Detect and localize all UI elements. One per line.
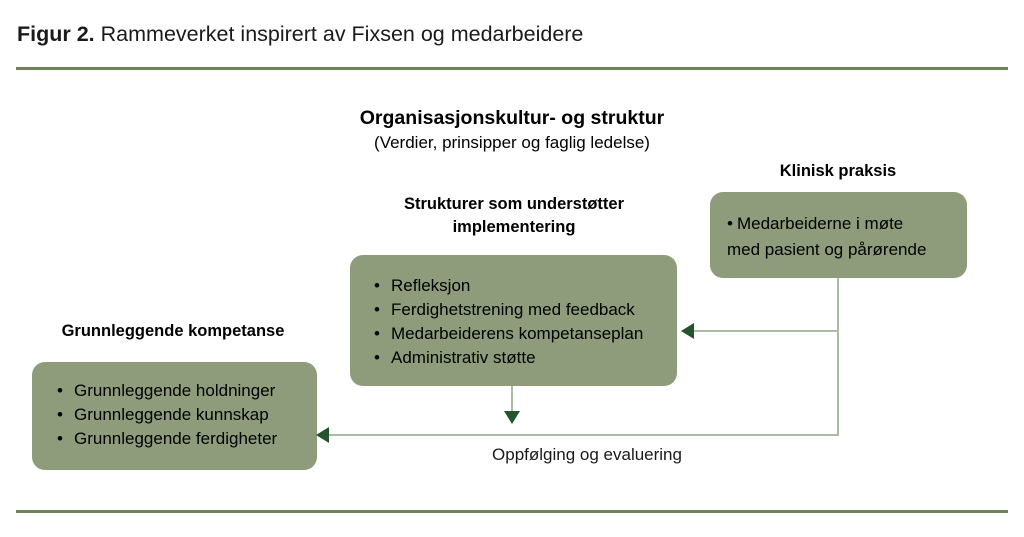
arrow-left-to-competence-icon — [316, 427, 329, 443]
clinical-practice-line-1: Medarbeiderne i møte — [736, 214, 904, 233]
culture-subheading: (Verdier, prinsipper og faglig ledelse) — [374, 133, 650, 152]
arrow-down-icon — [504, 411, 520, 424]
list-item: Grunnleggende holdninger — [57, 379, 317, 403]
header-divider — [16, 67, 1008, 70]
structures-heading: Strukturer som understøtter implementeri… — [403, 195, 625, 236]
list-item: Medarbeiderens kompetanseplan — [374, 322, 677, 346]
arrow-left-to-structures-icon — [681, 323, 694, 339]
list-item: Ferdighetstrening med feedback — [374, 298, 677, 322]
list-item: Grunnleggende ferdigheter — [57, 427, 317, 451]
list-item: Refleksjon — [374, 274, 677, 298]
clinical-practice-heading: Klinisk praksis — [779, 162, 897, 180]
footer-divider — [16, 510, 1008, 513]
structures-list: Refleksjon Ferdighetstrening med feedbac… — [374, 274, 677, 370]
structures-box: Refleksjon Ferdighetstrening med feedbac… — [350, 255, 677, 386]
list-item: Grunnleggende kunnskap — [57, 403, 317, 427]
competence-box: Grunnleggende holdninger Grunnleggende k… — [32, 362, 317, 470]
figure-title: Figur 2. Rammeverket inspirert av Fixsen… — [17, 21, 583, 47]
connector-clinical-down — [837, 278, 839, 435]
figure-caption: Rammeverket inspirert av Fixsen og medar… — [100, 22, 584, 46]
competence-list: Grunnleggende holdninger Grunnleggende k… — [57, 379, 317, 451]
clinical-practice-line-2: med pasient og pårørende — [727, 240, 927, 259]
culture-heading: Organisasjonskultur- og struktur — [359, 107, 665, 129]
connector-structures-to-loop — [511, 386, 513, 414]
connector-feedback-rail — [328, 434, 839, 436]
competence-heading: Grunnleggende kompetanse — [61, 322, 285, 340]
bullet-glyph: • — [727, 214, 733, 233]
connector-clinical-to-structures — [694, 330, 838, 332]
figure-number: Figur 2. — [17, 22, 95, 46]
clinical-practice-text: •Medarbeiderne i møte med pasient og pår… — [727, 211, 967, 263]
clinical-practice-box: •Medarbeiderne i møte med pasient og pår… — [710, 192, 967, 278]
feedback-loop-label: Oppfølging og evaluering — [492, 445, 682, 464]
list-item: Administrativ støtte — [374, 346, 677, 370]
